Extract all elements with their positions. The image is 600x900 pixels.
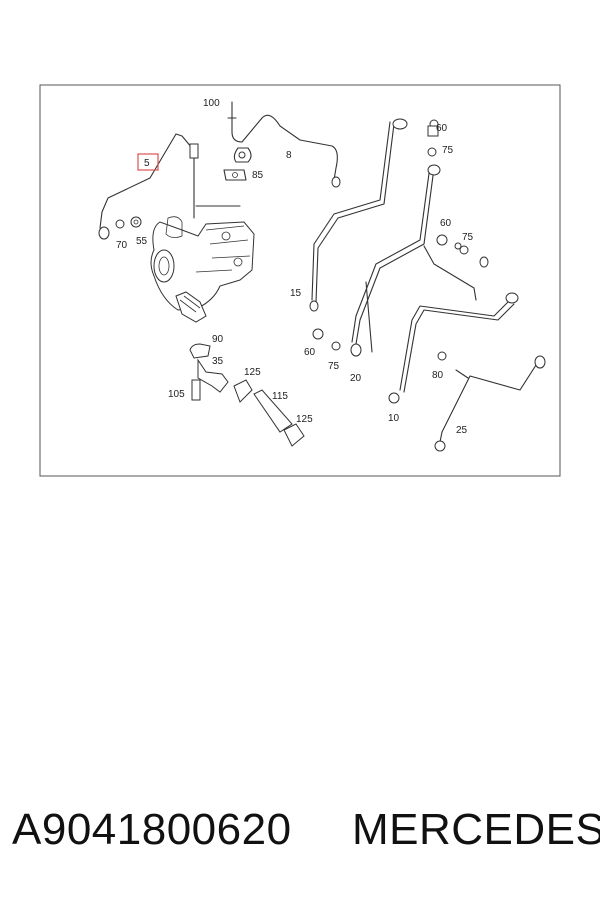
callout-125: 125 [296, 414, 313, 425]
pipe-20 [350, 119, 489, 357]
callout-125: 125 [244, 367, 261, 378]
callout-80: 80 [432, 370, 444, 381]
callout-70: 70 [116, 240, 128, 251]
callout-60: 60 [304, 347, 316, 358]
callout-115: 115 [272, 391, 288, 402]
brand-name: MERCEDES [352, 805, 600, 854]
callout-35: 35 [212, 356, 224, 367]
callout-10: 10 [388, 413, 400, 424]
callout-labels: 100 8 60 75 5 85 70 55 60 75 15 90 60 75… [116, 98, 474, 436]
callout-85: 85 [252, 170, 264, 181]
pipe-5 [98, 133, 241, 240]
callout-55: 55 [136, 236, 148, 247]
part-number: A9041800620 [12, 805, 292, 854]
callout-105: 105 [168, 389, 185, 400]
callout-100: 100 [203, 98, 220, 109]
turbocharger [150, 216, 255, 323]
callout-20: 20 [350, 373, 362, 384]
callout-90: 90 [212, 334, 224, 345]
highlight-box [137, 153, 159, 171]
callout-8: 8 [286, 150, 292, 161]
diagram-frame [39, 84, 561, 477]
callout-25: 25 [456, 425, 468, 436]
callout-60: 60 [440, 218, 452, 229]
callout-75: 75 [328, 361, 340, 372]
lower-fittings [189, 234, 469, 447]
pipe-15 [309, 118, 408, 312]
callout-75: 75 [442, 145, 454, 156]
callout-15: 15 [290, 288, 302, 299]
callout-75: 75 [462, 232, 474, 243]
pipe-10 [388, 292, 519, 404]
pipe-25 [434, 351, 546, 452]
callout-60: 60 [436, 123, 448, 134]
callout-5[interactable]: 5 [144, 158, 150, 169]
pipe-8 [223, 101, 341, 188]
